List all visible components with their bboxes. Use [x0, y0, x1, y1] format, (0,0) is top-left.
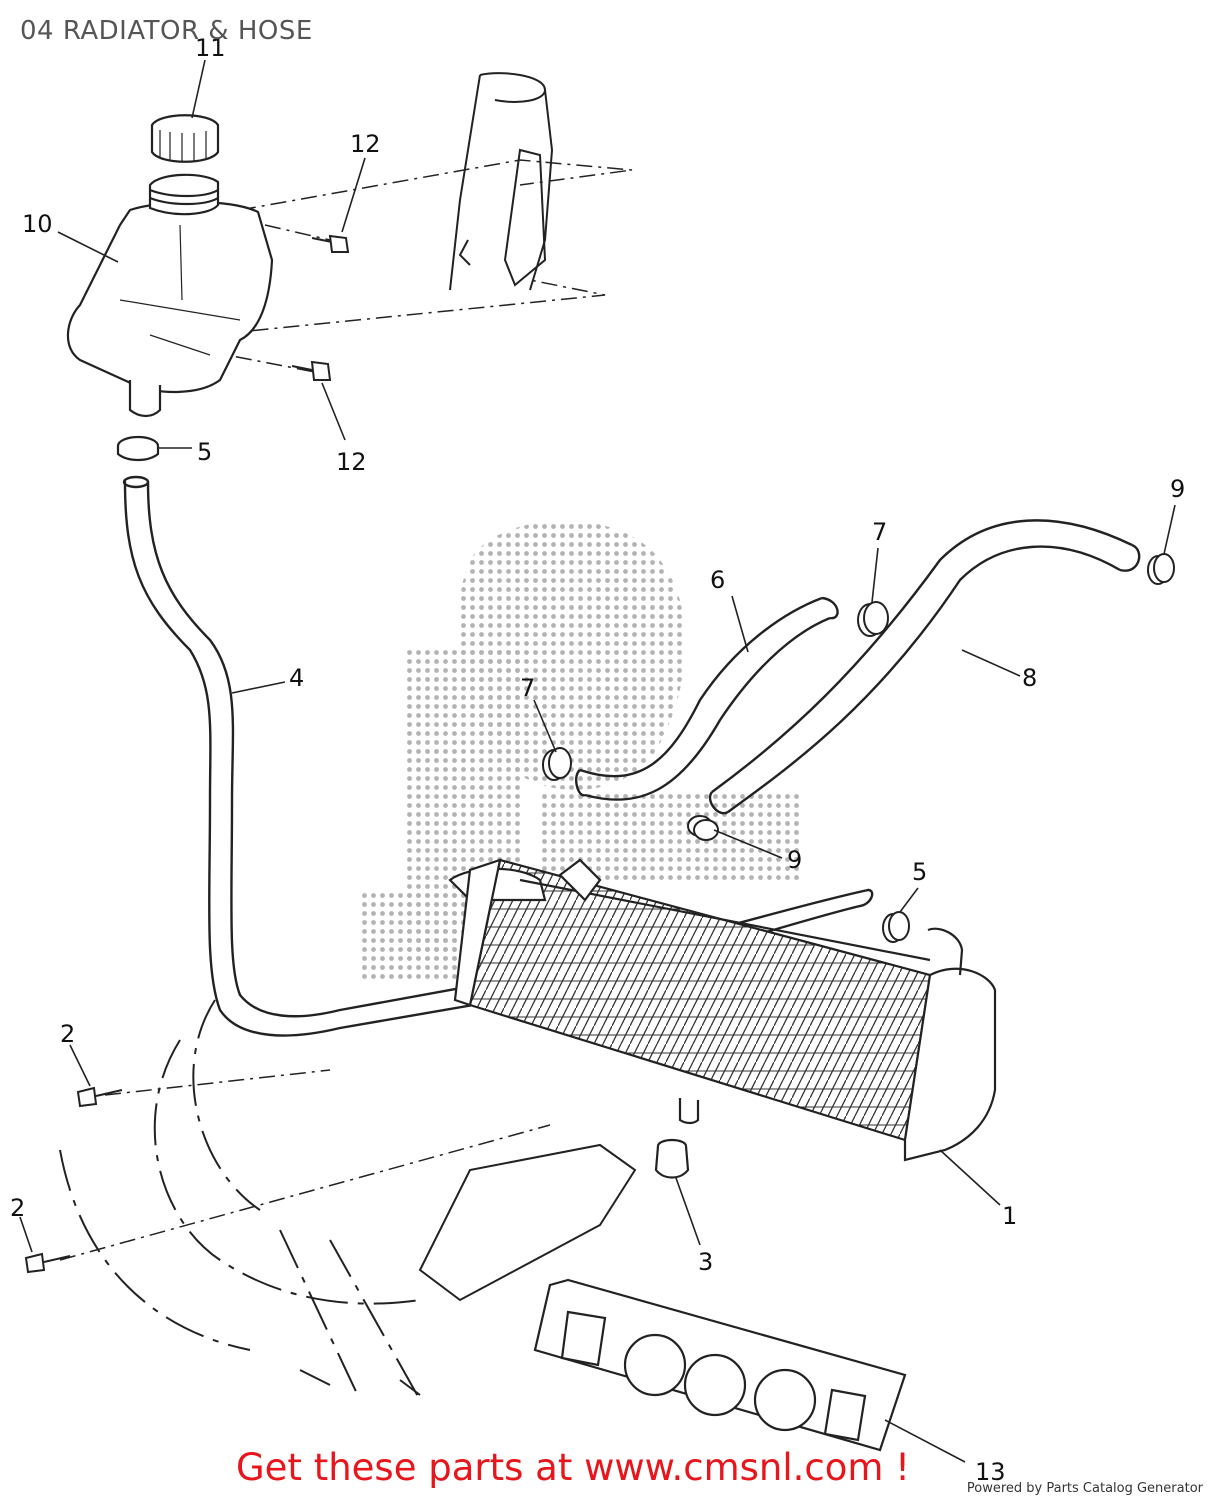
callout-6: 6: [710, 566, 725, 594]
reservoir-cap: [150, 114, 220, 163]
page-title: 04 RADIATOR & HOSE: [20, 16, 313, 46]
callout-2-upper: 2: [60, 1020, 75, 1048]
powered-by-note: Powered by Parts Catalog Generator: [966, 1481, 1203, 1496]
bolt-upper: [311, 234, 350, 253]
callout-7-lower: 7: [520, 674, 535, 702]
hose-clamp-tank: [116, 435, 160, 462]
hose-clamp-5-radiator: [882, 911, 910, 943]
frame-downtube: [59, 999, 637, 1401]
callout-5-radiator: 5: [912, 858, 927, 886]
callout-9-lower: 9: [787, 846, 802, 874]
hose-6: [575, 596, 839, 801]
heat-shield-plate: [533, 1278, 907, 1452]
callout-7-upper: 7: [872, 518, 887, 546]
callout-3: 3: [698, 1248, 713, 1276]
reservoir-tank: [66, 173, 274, 418]
bolt-left-upper: [76, 1086, 123, 1108]
hose-clamp-7-upper: [857, 601, 889, 637]
callout-1: 1: [1002, 1202, 1017, 1230]
callout-2-lower: 2: [10, 1194, 25, 1222]
callout-labels: 11 12 10 12 5 4 6 7 9 8 7 9 5 2 2 3 1 13: [10, 34, 1185, 1486]
hose-8: [708, 519, 1141, 815]
callout-11: 11: [195, 34, 226, 62]
hose-clamp-9-upper: [1147, 553, 1175, 585]
hose-clamp-9-lower: [687, 815, 719, 841]
callout-5-tank: 5: [197, 438, 212, 466]
rubber-grommet: [654, 1138, 690, 1179]
bolt-left-lower: [24, 1252, 71, 1274]
frame-bracket-top: [449, 72, 554, 291]
callout-13: 13: [975, 1458, 1006, 1486]
callout-9-upper: 9: [1170, 475, 1185, 503]
callout-10: 10: [22, 210, 53, 238]
callout-12-upper: 12: [350, 130, 381, 158]
leader-lines: [19, 59, 1176, 1463]
callout-8: 8: [1022, 664, 1037, 692]
radiator: [448, 858, 997, 1162]
hose-clamp-7-lower: [542, 747, 572, 781]
callout-12-lower: 12: [336, 448, 367, 476]
promo-link[interactable]: Get these parts at www.cmsnl.com !: [236, 1446, 911, 1489]
callout-4: 4: [289, 664, 304, 692]
bolt-lower: [291, 360, 332, 381]
